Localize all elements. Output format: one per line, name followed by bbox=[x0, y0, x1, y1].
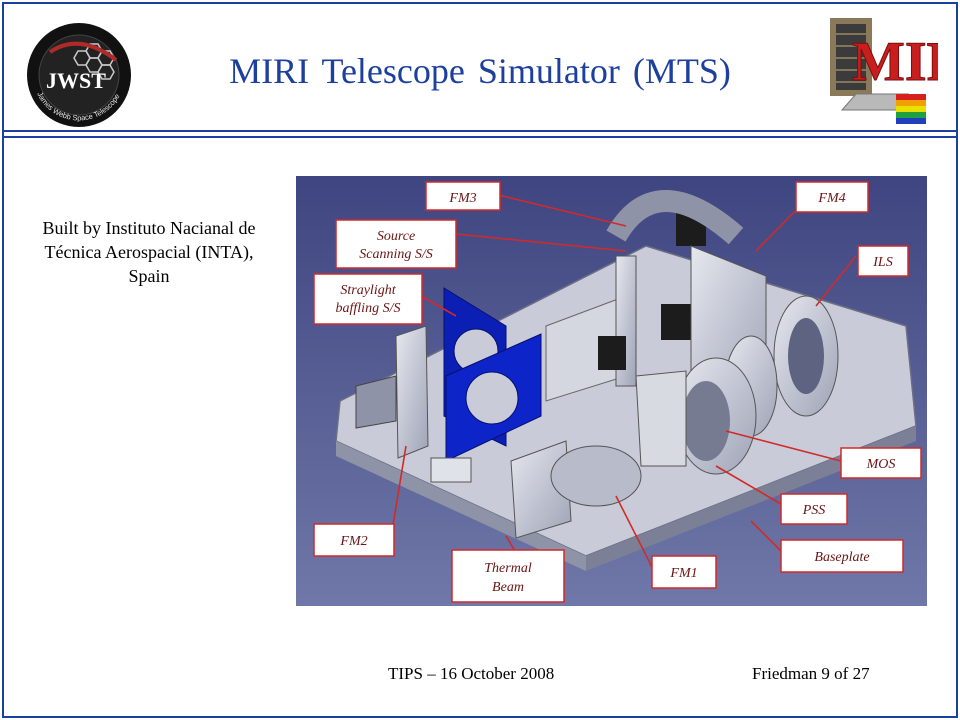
jwst-logo-text: JWST bbox=[46, 68, 106, 93]
jwst-logo: JWST James Webb Space Telescope bbox=[27, 23, 131, 127]
svg-text:MOS: MOS bbox=[866, 457, 896, 472]
svg-text:Beam: Beam bbox=[492, 580, 524, 595]
callout-ils: ILS bbox=[857, 245, 909, 277]
svg-text:FM4: FM4 bbox=[817, 191, 845, 206]
svg-text:baffling S/S: baffling S/S bbox=[336, 301, 401, 316]
miri-logo: MIRI bbox=[830, 18, 938, 124]
page-title: MIRI Telescope Simulator (MTS) bbox=[229, 51, 731, 91]
callout-fm1: FM1 bbox=[651, 555, 717, 589]
mos-drum-inner bbox=[682, 381, 730, 461]
svg-text:FM3: FM3 bbox=[448, 191, 476, 206]
footer-event: TIPS – 16 October 2008 bbox=[388, 664, 555, 683]
footer-page: Friedman 9 of 27 bbox=[752, 664, 870, 683]
callout-baseplate: Baseplate bbox=[780, 539, 904, 573]
svg-text:ILS: ILS bbox=[872, 255, 892, 270]
left-mount bbox=[355, 375, 397, 429]
callout-thermal-beam: Thermal Beam bbox=[451, 549, 565, 603]
svg-text:Straylight: Straylight bbox=[340, 283, 396, 298]
fm1-mirror bbox=[550, 445, 642, 507]
callout-fm4: FM4 bbox=[795, 181, 869, 213]
mos-bracket bbox=[635, 370, 687, 467]
baseplate-front-edge bbox=[336, 441, 586, 571]
panel-aperture-front bbox=[465, 371, 519, 425]
callout-source-scanning: Source Scanning S/S bbox=[335, 219, 457, 269]
callout-lines bbox=[391, 191, 857, 572]
callout-mos: MOS bbox=[840, 447, 922, 479]
svg-text:Scanning S/S: Scanning S/S bbox=[359, 247, 433, 262]
body-text: Built by Instituto Nacianal de Técnica A… bbox=[42, 218, 256, 286]
header-rule-top bbox=[4, 130, 956, 132]
svg-text:Source: Source bbox=[377, 229, 415, 244]
svg-text:FM1: FM1 bbox=[669, 566, 697, 581]
svg-text:Baseplate: Baseplate bbox=[814, 550, 869, 565]
svg-text:PSS: PSS bbox=[802, 503, 826, 518]
callout-fm2: FM2 bbox=[313, 523, 395, 557]
svg-text:FM2: FM2 bbox=[339, 534, 367, 549]
callout-straylight: Straylight baffling S/S bbox=[313, 273, 423, 325]
callout-fm3: FM3 bbox=[425, 181, 501, 211]
fm3-mount bbox=[606, 190, 744, 245]
ils-ring-inner bbox=[788, 318, 824, 394]
scanning-motor-mid bbox=[661, 304, 691, 340]
miri-logo-text: MIRI bbox=[852, 31, 938, 93]
callout-pss: PSS bbox=[780, 493, 848, 525]
scanning-motor-low bbox=[598, 336, 626, 370]
left-tower bbox=[395, 325, 429, 459]
header-rule-bottom bbox=[4, 136, 956, 138]
svg-text:Thermal: Thermal bbox=[484, 561, 532, 576]
mts-cad-figure: FM3 FM4 Source Scanning S/S ILS Straylig… bbox=[296, 176, 927, 606]
fm2-block bbox=[430, 457, 472, 483]
baseplate-side-edge bbox=[586, 426, 916, 571]
